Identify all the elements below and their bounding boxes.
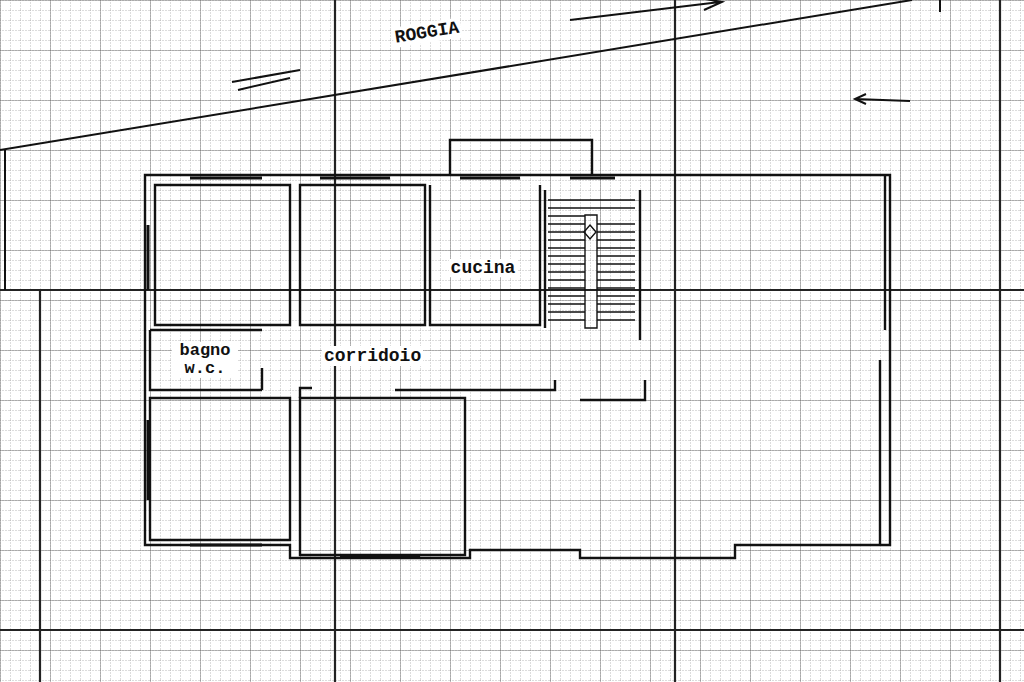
room-area: bagno w.c. bbox=[169, 340, 241, 380]
room-area: cucina bbox=[446, 257, 521, 280]
stairs bbox=[548, 200, 635, 328]
room-name: cucina bbox=[449, 259, 518, 278]
room-name: bagno w.c. bbox=[172, 342, 238, 378]
room-name: corridoio bbox=[322, 346, 423, 366]
windows bbox=[148, 178, 615, 556]
building-walls bbox=[145, 140, 890, 558]
canal-line bbox=[0, 0, 940, 290]
